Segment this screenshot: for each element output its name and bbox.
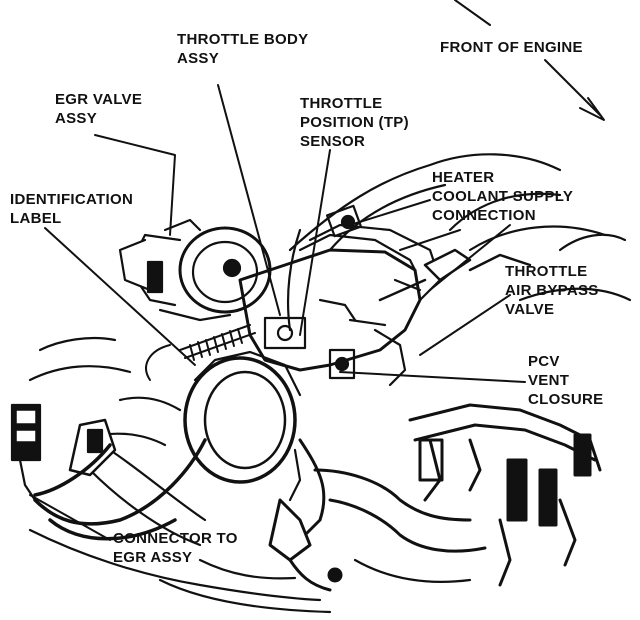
engine-outline — [28, 153, 632, 614]
heater-coupling — [378, 248, 532, 302]
throttle-air-bypass-label: THROTTLE AIR BYPASS VALVE — [505, 263, 599, 318]
wiring-harness — [33, 438, 207, 541]
egr-valve-label: EGR VALVE ASSY — [55, 91, 143, 127]
fuel-rail — [408, 403, 602, 587]
leader-lines — [29, 0, 605, 541]
connector-egr-label: CONNECTOR TO EGR ASSY — [113, 530, 238, 566]
throttle-intake-opening — [183, 350, 302, 502]
identification-label-label: IDENTIFICATION LABEL — [10, 191, 134, 227]
tp-sensor-label: THROTTLE POSITION (TP) SENSOR — [300, 95, 409, 150]
throttle-body-assy — [238, 204, 442, 387]
egr-valve-assy — [118, 218, 272, 322]
spring-hose — [145, 324, 256, 381]
pcv-vent-label: PCV VENT CLOSURE — [528, 353, 604, 408]
front-of-engine-label: FRONT OF ENGINE — [440, 39, 583, 56]
id-label-connector — [10, 403, 117, 502]
heater-coolant-label: HEATER COOLANT SUPPLY CONNECTION — [432, 169, 574, 224]
throttle-body-label: THROTTLE BODY ASSY — [177, 31, 309, 67]
intake-pipes — [268, 438, 487, 592]
